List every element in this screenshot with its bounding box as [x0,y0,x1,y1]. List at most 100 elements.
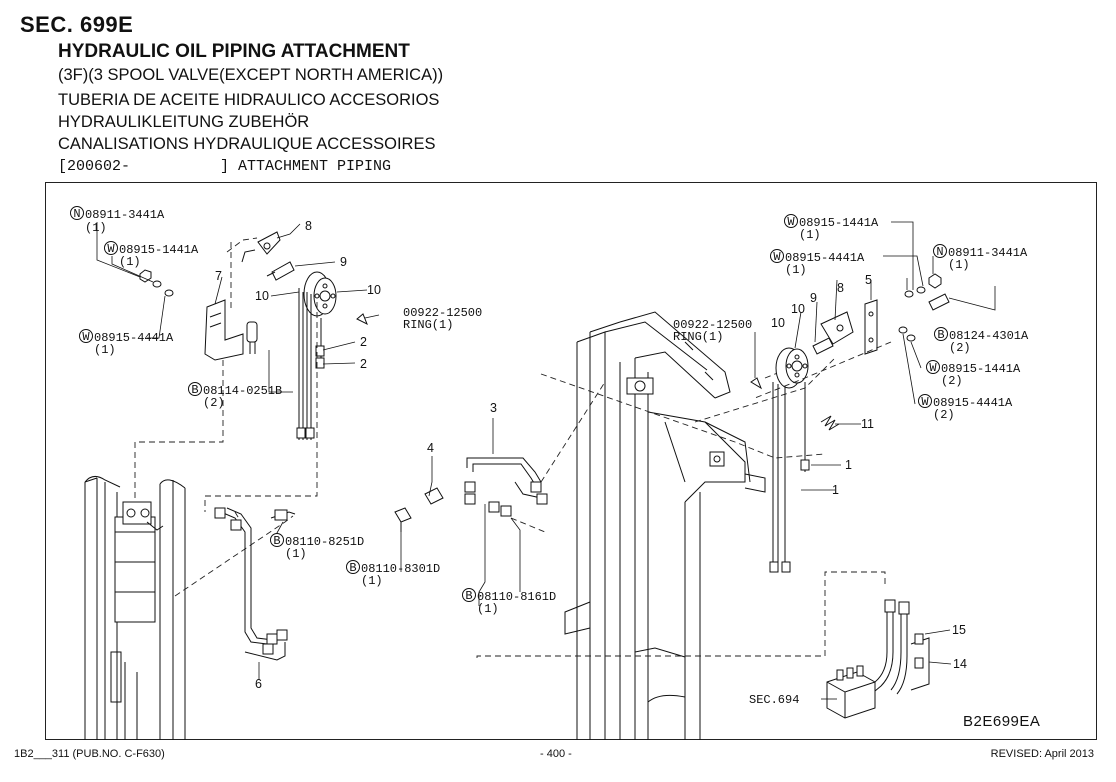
part-number: 4 [427,441,434,455]
washer-marker: W [773,250,781,264]
footer-page-number: - 400 - [540,748,572,760]
part-number: 8 [305,219,312,233]
bolt-marker: B [191,383,198,397]
lower-right-hose-assembly [826,599,930,719]
nut-right-code: 08911-3441A [948,246,1028,260]
callout-washer-right-a: W 08915-1441A (1) [784,214,879,242]
diagram-code: B2E699EA [963,713,1040,730]
part-number: 2 [360,357,367,371]
title-spanish: TUBERIA DE ACEITE HIDRAULICO ACCESORIOS [58,91,440,109]
nut-right-qty: (1) [948,258,970,272]
footer-publication: 1B2___311 (PUB.NO. C-F630) [14,748,165,760]
callout-washer-right-c: W 08915-1441A (2) [926,360,1021,388]
bolt-8161d-qty: (1) [477,602,499,616]
bolt-marker: B [349,561,356,575]
washer-marker: W [921,395,929,409]
bolt-left-code: 08114-0251B [203,384,282,398]
washer-left-a-qty: (1) [119,255,141,269]
nut-marker: N [73,207,80,221]
part-number: 7 [215,269,222,283]
part-number: 14 [953,657,967,671]
washer-marker: W [107,242,115,256]
section-reference: SEC.694 [749,693,799,707]
title-german: HYDRAULIKLEITUNG ZUBEHÖR [58,113,310,131]
bolt-8301d-code: 08110-8301D [361,562,440,576]
callout-washer-right-b: W 08915-4441A (1) [770,249,865,277]
part-number: 9 [340,255,347,269]
diagram-frame [45,182,1097,740]
part-number: 15 [952,623,966,637]
ring-left-code: 00922-12500 [403,306,482,320]
washer-marker: W [787,215,795,229]
washer-right-c-qty: (2) [941,374,963,388]
right-leader-dashes [754,341,892,399]
footer-revision: REVISED: April 2013 [990,748,1094,760]
page-title: HYDRAULIC OIL PIPING ATTACHMENT [58,41,410,62]
part-number: 5 [865,273,872,287]
left-bracket-assembly [139,231,368,440]
washer-left-b-code: 08915-4441A [94,331,174,345]
bolt-4301a-code: 08124-4301A [949,329,1029,343]
washer-right-d-qty: (2) [933,408,955,422]
part-number: 10 [367,283,381,297]
washer-right-b-code: 08915-4441A [785,251,865,265]
washer-right-c-code: 08915-1441A [941,362,1021,376]
callout-washer-right-d: W 08915-4441A (2) [918,394,1013,422]
bolt-8251d-code: 08110-8251D [285,535,364,549]
pipe-assembly-6 [214,507,296,661]
callout-ring-right: 00922-12500 RING(1) [673,318,752,344]
nut-marker: N [936,245,943,259]
page-subtitle: (3F)(3 SPOOL VALVE(EXCEPT NORTH AMERICA)… [58,66,444,84]
callout-bolt-left: B 08114-0251B (2) [188,382,282,410]
washer-right-a-qty: (1) [799,228,821,242]
part-numbers: 7 8 9 10 10 2 2 3 4 6 5 8 9 10 10 11 1 1… [215,219,967,691]
bolt-4301a-qty: (2) [949,341,971,355]
serial-range: [200602- ] ATTACHMENT PIPING [58,158,392,175]
parts-diagram: N 08911-3441A (1) W 08915-1441A (1) W 08… [45,182,1097,740]
washer-marker: W [82,330,90,344]
washer-right-d-code: 08915-4441A [933,396,1013,410]
callout-bolt-8251d: B 08110-8251D (1) [270,533,364,561]
bolt-marker: B [273,534,280,548]
right-pulley-assembly [750,273,950,573]
ring-left-label: RING(1) [403,318,453,332]
part-number: 9 [810,291,817,305]
bolt-left-qty: (2) [203,396,225,410]
washer-left-b-qty: (1) [94,343,116,357]
part-number: 11 [861,417,874,431]
washer-marker: W [929,361,937,375]
part-number: 8 [837,281,844,295]
callout-bolt-8301d: B 08110-8301D (1) [346,560,440,588]
part-number: 2 [360,335,367,349]
title-french: CANALISATIONS HYDRAULIQUE ACCESSOIRES [58,135,436,153]
leader-lines [96,221,996,700]
bolt-marker: B [465,589,472,603]
nut-left-qty: (1) [85,221,107,235]
part-number: 1 [845,458,852,472]
bolt-8251d-qty: (1) [285,547,307,561]
bolt-8301d-qty: (1) [361,574,383,588]
washer-right-b-qty: (1) [785,263,807,277]
part-number: 3 [490,401,497,415]
ring-right-label: RING(1) [673,330,723,344]
bolt-8161d-code: 08110-8161D [477,590,556,604]
left-mast-illustration [84,476,186,740]
part-number: 10 [255,289,269,303]
washer-left-a-code: 08915-1441A [119,243,199,257]
part-number: 10 [791,302,805,316]
section-number: SEC. 699E [20,12,134,37]
part-number: 10 [771,316,785,330]
center-leader-dashes [476,357,886,658]
washer-right-a-code: 08915-1441A [799,216,879,230]
callout-washer-left-b: W 08915-4441A (1) [79,329,174,357]
ring-right-code: 00922-12500 [673,318,752,332]
left-leader-dashes [134,237,318,597]
callout-ring-left: 00922-12500 RING(1) [403,306,482,332]
part-number: 1 [832,483,839,497]
center-hose-assembly-3 [394,457,548,532]
center-mast-illustration [564,311,766,740]
bolt-marker: B [937,328,944,342]
nut-left-code: 08911-3441A [85,208,165,222]
callout-bolt-8161d: B 08110-8161D (1) [462,588,556,616]
callout-nut-right: N 08911-3441A (1) [933,244,1028,272]
